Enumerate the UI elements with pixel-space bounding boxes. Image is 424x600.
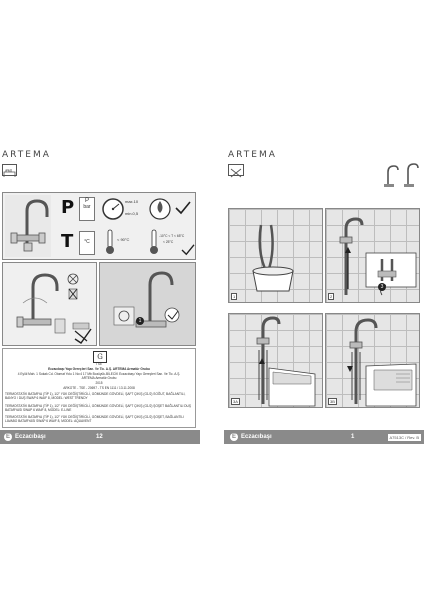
kitchen-icon: [2, 164, 17, 177]
certificate-line: TERMOSTATİK BATARYA (TİP 1), 1/2" YÜK DE…: [5, 392, 186, 400]
left-footer-logo: Eczacıbaşı: [15, 434, 46, 440]
right-page-number: 1: [351, 434, 355, 440]
tools-icon: [228, 164, 244, 178]
certificate-line: ARKOTE - TSE - 20697 - TS EN 1111 / 13.1…: [63, 386, 135, 390]
step-marker-1: 1: [136, 317, 144, 325]
specs-panel: P P bar max.10 min.0,5 T °C < 90°C -10°C…: [2, 192, 196, 260]
pressure-unit: bar: [83, 204, 91, 210]
step-1-panel: 1: [228, 208, 323, 303]
step-3a-label: 3A: [231, 398, 240, 405]
left-brand: ARTEMA: [2, 150, 51, 160]
certificate-mark: TSE: [95, 362, 103, 366]
faucet-models-icon: [380, 162, 420, 193]
document-code: A7513C / Rev. B: [387, 433, 421, 441]
cleaning-panel: [2, 262, 97, 346]
step-3a-panel: 3A: [228, 313, 323, 408]
certificate-logo: G: [93, 351, 107, 363]
right-brand: ARTEMA: [228, 150, 277, 160]
pressure-unit-box: P bar: [79, 197, 95, 221]
certificate-line: 4 Eylül Mah. 1 Sokak Cd. Otomat Yolu 1 N…: [17, 372, 181, 376]
step-2-panel: 3 2: [325, 208, 420, 303]
step-marker-3: 3: [378, 283, 386, 291]
prohibited-chemicals-icon: [65, 273, 81, 308]
faucet-illustration: [5, 195, 51, 257]
certificate-line: Eczacıbaşı Yapı Gereçleri San. Ve Tic. A…: [48, 367, 150, 371]
pressure-letter: P: [84, 198, 89, 204]
thermometer-icon: [105, 229, 115, 260]
water-drop-icon: [147, 195, 173, 226]
left-page-number: 12: [96, 434, 103, 440]
temperature-range-low: < 25°C: [163, 240, 174, 244]
aerator-panel: 1: [99, 262, 196, 346]
temperature-unit-box: °C: [79, 231, 95, 255]
check-icon: [175, 201, 191, 220]
temperature-unit: °C: [84, 239, 90, 245]
step-1-label: 1: [231, 293, 238, 300]
check-icon: [181, 243, 195, 261]
certificate-line: TERMOSTATİK BATARYA (TİP 1), 1/2" YÜK DE…: [5, 415, 184, 423]
step-3b-panel: 3B: [325, 313, 420, 408]
eczacibasi-logo-icon: E: [230, 433, 238, 441]
temperature-max: < 90°C: [117, 237, 130, 242]
pressure-gauge-icon: [101, 197, 125, 226]
pressure-symbol: P: [61, 197, 75, 218]
certificate-line: TERMOSTATİK BATARYA (TİP 1), 1/2" YÜK DE…: [5, 404, 191, 412]
certificate-block: G TSE Eczacıbaşı Yapı Gereçleri San. Ve …: [2, 348, 196, 428]
pressure-max: max.10: [125, 199, 139, 204]
step-3b-label: 3B: [328, 398, 337, 405]
left-footer: E Eczacıbaşı 12: [0, 430, 200, 444]
step-2-label: 2: [328, 293, 335, 300]
eczacibasi-logo-icon: E: [4, 433, 12, 441]
certificate-line: ARTEMA Armatür Grubu: [81, 376, 117, 380]
temperature-range-high: -10°C < T < 65°C: [159, 234, 185, 238]
temperature-symbol: T: [61, 231, 74, 252]
pressure-min: min.0,5: [125, 211, 139, 216]
certificate-line: 2015: [95, 381, 103, 385]
right-footer: E Eczacıbaşı 1 A7513C / Rev. B: [224, 430, 424, 444]
right-footer-logo: Eczacıbaşı: [241, 434, 272, 440]
thermometer-range-icon: [149, 229, 159, 260]
